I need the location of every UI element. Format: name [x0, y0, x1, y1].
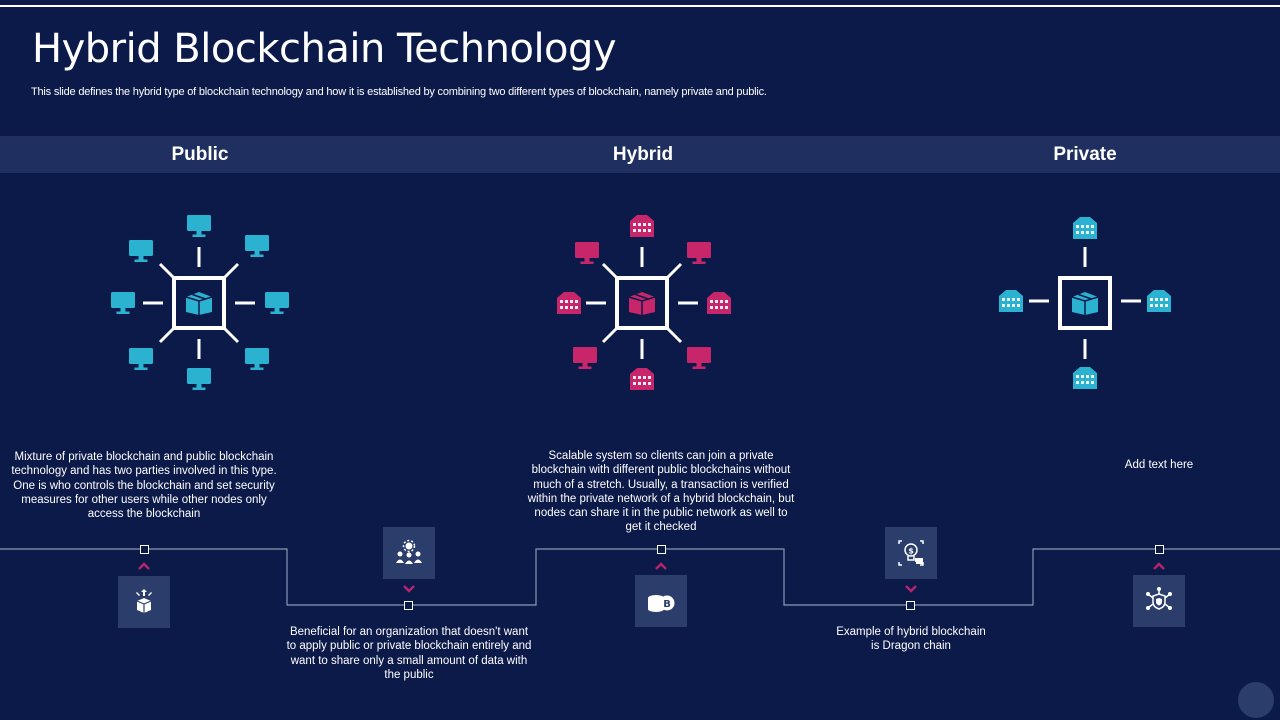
team-icon — [396, 539, 422, 564]
chevron-up-icon — [138, 562, 150, 570]
top-rule — [0, 5, 1280, 7]
hybrid-center-frame — [615, 276, 669, 330]
column-header-private: Private — [1053, 144, 1117, 165]
column-header-band: Public Hybrid Private — [0, 136, 1280, 173]
chevron-down-icon — [905, 585, 917, 593]
timeline-node — [906, 601, 915, 610]
hybrid-network — [557, 215, 731, 390]
money-bulb-icon: $ — [898, 540, 924, 566]
chevron-up-icon — [1153, 562, 1165, 570]
chevron-down-icon — [403, 585, 415, 593]
shield-network-tile — [1133, 575, 1185, 627]
beneficial-description: Beneficial for an organization that does… — [286, 626, 532, 681]
hybrid-description: Scalable system so clients can join a pr… — [527, 450, 795, 534]
team-tile — [383, 527, 435, 579]
bitcoin-coins-icon: B — [648, 595, 675, 612]
cubes-icon — [136, 589, 152, 613]
public-description: Mixture of private blockchain and public… — [11, 451, 277, 521]
page-title: Hybrid Blockchain Technology — [32, 26, 617, 72]
cubes-tile — [118, 576, 170, 628]
public-network — [111, 215, 289, 390]
private-center-frame — [1058, 276, 1112, 330]
page-subtitle: This slide defines the hybrid type of bl… — [31, 86, 767, 98]
timeline-node — [657, 545, 666, 554]
timeline-node — [404, 601, 413, 610]
public-center-frame — [172, 276, 226, 330]
private-description: Add text here — [1124, 459, 1194, 471]
timeline-node — [140, 545, 149, 554]
svg-text:$: $ — [908, 547, 914, 556]
corner-decoration — [1238, 682, 1274, 718]
money-bulb-tile: $ — [885, 527, 937, 579]
network-diagrams — [111, 215, 1171, 390]
dragon-chain-description: Example of hybrid blockchain is Dragon c… — [836, 626, 986, 653]
chevron-up-icon — [655, 562, 667, 570]
column-header-public: Public — [171, 144, 229, 165]
svg-text:B: B — [663, 599, 671, 610]
timeline-node — [1155, 545, 1164, 554]
column-header-hybrid: Hybrid — [612, 144, 674, 165]
shield-network-icon — [1146, 587, 1172, 610]
private-network — [999, 217, 1171, 389]
bitcoin-coins-tile: B — [635, 575, 687, 627]
